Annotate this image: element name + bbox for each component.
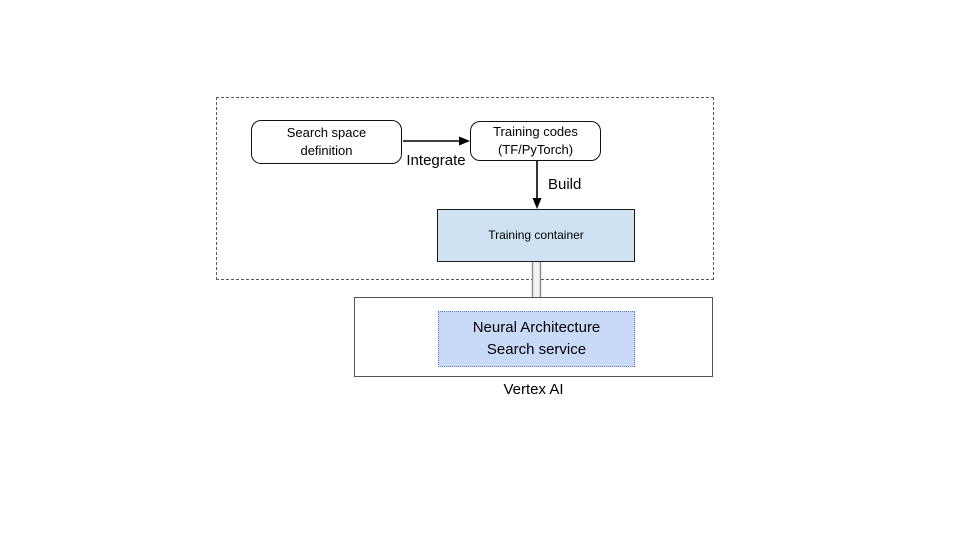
training-container-label: Training container bbox=[488, 228, 584, 243]
training-container-node: Training container bbox=[437, 209, 635, 262]
nas-service-label-line1: Neural Architecture bbox=[472, 319, 601, 337]
vertex-ai-label: Vertex AI bbox=[503, 381, 564, 398]
training-codes-label-line2: (TF/PyTorch) bbox=[497, 142, 574, 157]
build-edge-label: Build bbox=[548, 176, 582, 193]
training-codes-node: Training codes (TF/PyTorch) bbox=[470, 121, 601, 161]
search-space-definition-node: Search space definition bbox=[251, 120, 402, 164]
user-region-boundary bbox=[216, 97, 714, 280]
search-space-label-line2: definition bbox=[300, 143, 353, 158]
nas-service-label-line2: Search service bbox=[486, 341, 587, 358]
training-codes-label-line1: Training codes bbox=[493, 124, 578, 140]
search-space-label-line1: Search space bbox=[286, 125, 367, 141]
integrate-edge-label: Integrate bbox=[406, 152, 466, 169]
nas-service-node: Neural Architecture Search service bbox=[438, 311, 635, 367]
